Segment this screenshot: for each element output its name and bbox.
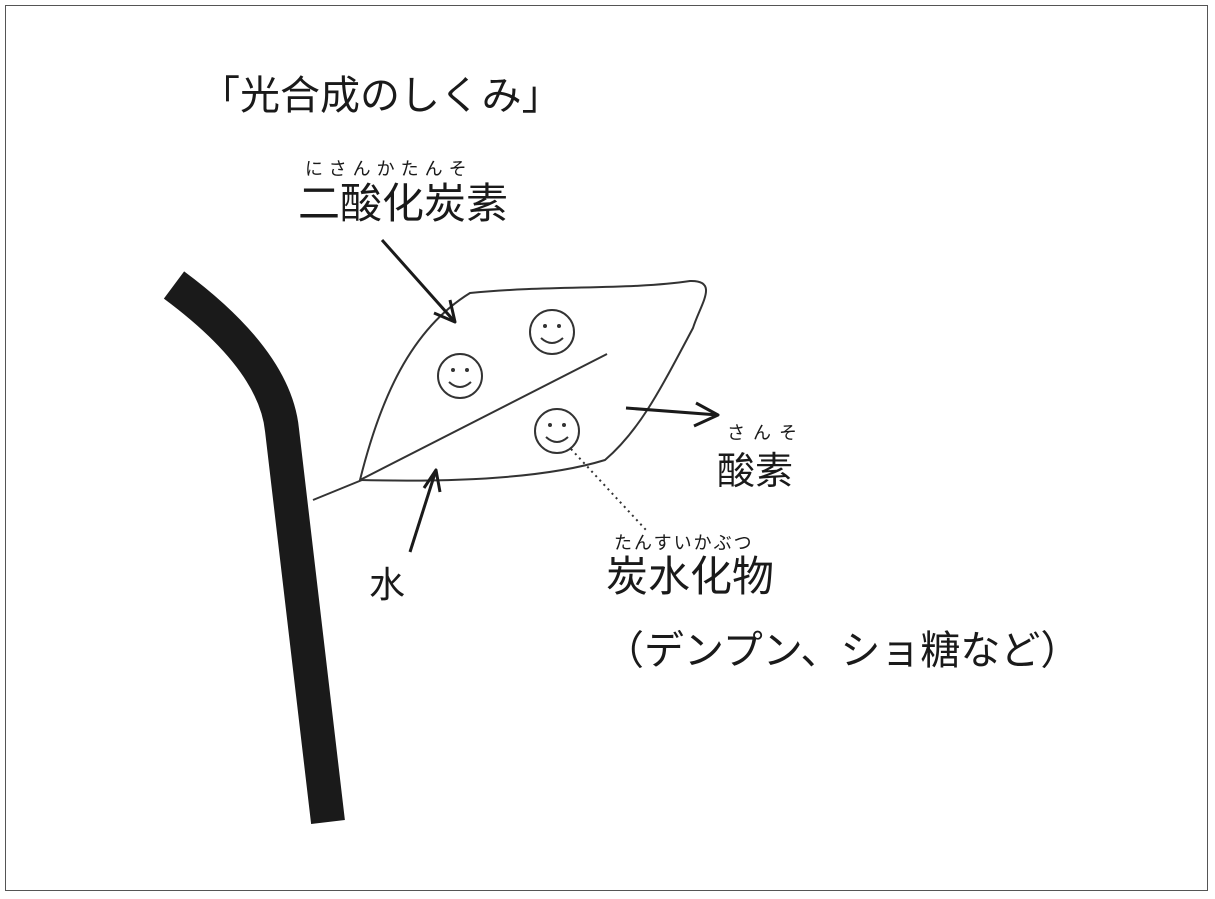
- leaf-midrib: [359, 353, 608, 481]
- leaf-petiole: [312, 479, 363, 501]
- co2-label: 二酸化炭素: [298, 179, 509, 228]
- carbohydrate-label: 炭水化物: [606, 552, 775, 601]
- smiley-face-icon: [534, 408, 580, 454]
- water-label: 水: [369, 565, 406, 606]
- carbohydrate-leader-line: [570, 448, 647, 531]
- carbohydrate-furigana: たんすいかぶつ: [614, 533, 754, 554]
- diagram-title: 「光合成のしくみ」: [200, 73, 562, 119]
- leaf: [358, 279, 708, 482]
- co2-arrow-icon: [380, 239, 457, 324]
- oxygen-furigana: さんそ: [727, 423, 805, 444]
- oxygen-arrow-icon: [625, 401, 720, 428]
- co2-furigana: にさんかたんそ: [305, 159, 473, 180]
- smiley-face-icon: [437, 353, 483, 399]
- smiley-face-icon: [529, 309, 575, 355]
- oxygen-label: 酸素: [717, 449, 794, 493]
- diagram-frame: [5, 5, 1208, 891]
- carbohydrate-examples: （デンプン、ショ糖など）: [604, 628, 1081, 674]
- water-arrow-icon: [408, 468, 442, 553]
- plant-stem: [163, 271, 345, 824]
